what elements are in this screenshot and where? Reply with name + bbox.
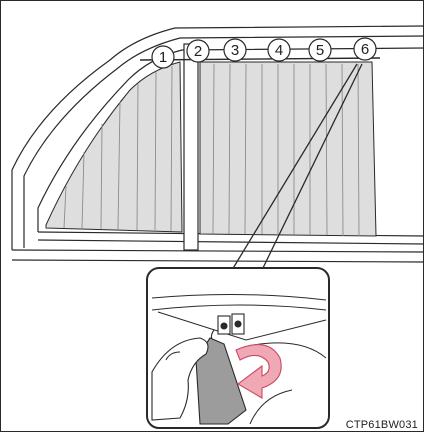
hook-number-5: 5 (316, 42, 324, 59)
hook-number-4: 4 (275, 42, 283, 59)
center-pillar (184, 44, 198, 250)
hook-number-1: 1 (159, 49, 167, 66)
hook-number-2: 2 (194, 43, 202, 60)
hook-callout-3: 3 (224, 39, 246, 61)
detail-inset (147, 268, 329, 428)
hook-number-6: 6 (361, 41, 369, 58)
hook-callout-2: 2 (187, 40, 209, 62)
hook-callout-1: 1 (152, 46, 174, 68)
hook-callout-6: 6 (354, 38, 376, 60)
hook-callout-4: 4 (268, 39, 290, 61)
figure-code: CTP61BW031 (346, 419, 418, 431)
hook-callout-5: 5 (309, 39, 331, 61)
hook-number-3: 3 (231, 42, 239, 59)
